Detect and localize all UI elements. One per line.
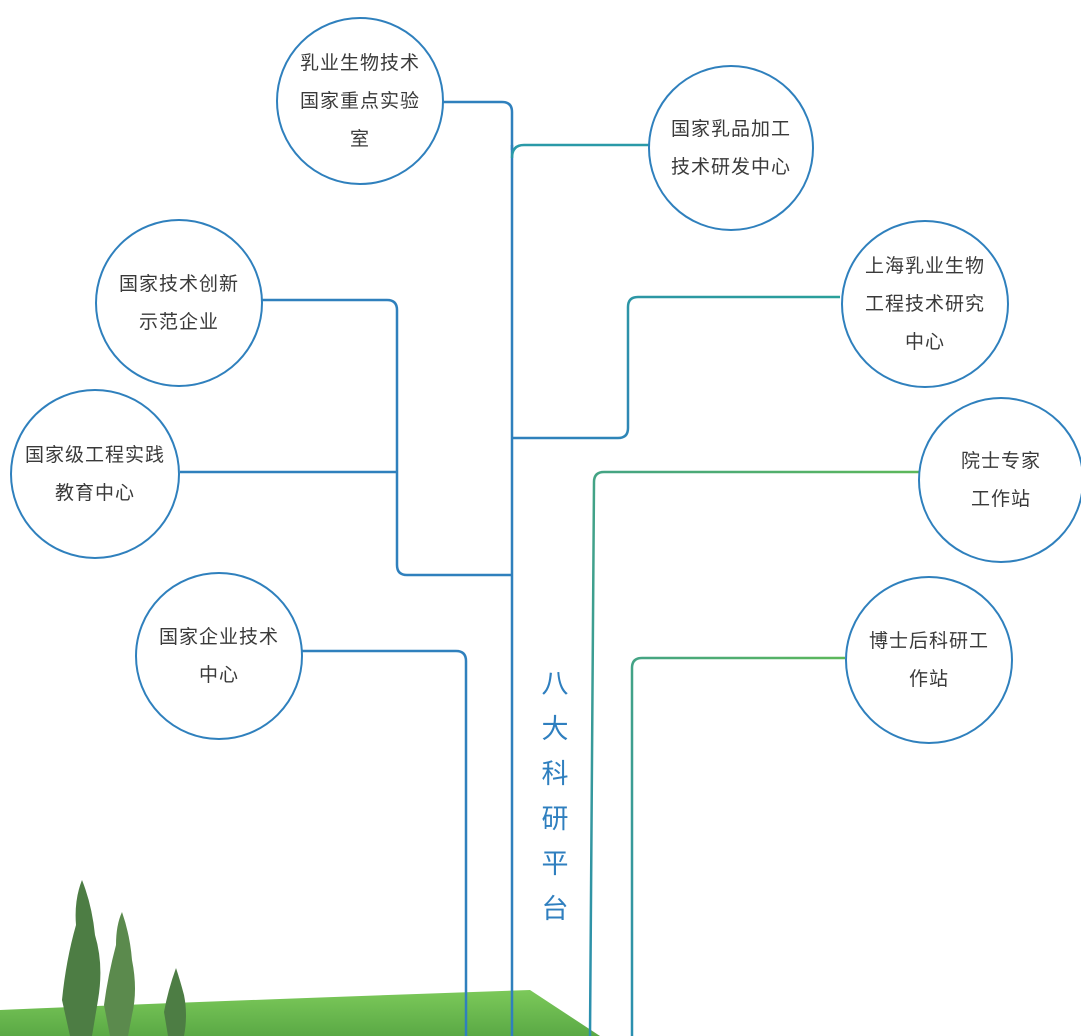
line-postdoc-station — [630, 656, 845, 1036]
line-academician-station — [588, 470, 920, 1036]
node-academician-station: 院士专家工作站 — [918, 397, 1081, 563]
node-label: 国家企业技术中心 — [158, 626, 279, 686]
node-engineering-practice-center: 国家级工程实践教育中心 — [10, 389, 180, 559]
node-label: 上海乳业生物工程技术研究中心 — [864, 255, 985, 353]
node-label: 乳业生物技术国家重点实验室 — [299, 52, 420, 150]
node-label: 国家乳品加工技术研发中心 — [670, 118, 791, 178]
line-shanghai-engineering-center — [512, 295, 840, 440]
grass-decoration — [0, 990, 600, 1036]
node-label: 国家技术创新示范企业 — [118, 273, 239, 333]
line-tech-innovation-enterprise — [262, 298, 512, 577]
line-dairy-processing-center — [510, 143, 650, 159]
node-dairy-biotech-lab: 乳业生物技术国家重点实验室 — [276, 17, 444, 185]
node-tech-innovation-enterprise: 国家技术创新示范企业 — [95, 219, 263, 387]
node-label: 院士专家工作站 — [960, 450, 1041, 510]
node-label: 博士后科研工作站 — [868, 630, 989, 690]
tree-decoration — [62, 880, 186, 1036]
node-dairy-processing-center: 国家乳品加工技术研发中心 — [648, 65, 814, 231]
main-title: 八大科研平台 — [535, 662, 575, 932]
node-postdoc-station: 博士后科研工作站 — [845, 576, 1013, 744]
line-enterprise-tech-center — [302, 649, 468, 1036]
line-dairy-biotech-lab — [443, 100, 514, 150]
node-enterprise-tech-center: 国家企业技术中心 — [135, 572, 303, 740]
node-shanghai-engineering-center: 上海乳业生物工程技术研究中心 — [841, 220, 1009, 388]
node-label: 国家级工程实践教育中心 — [24, 444, 165, 504]
